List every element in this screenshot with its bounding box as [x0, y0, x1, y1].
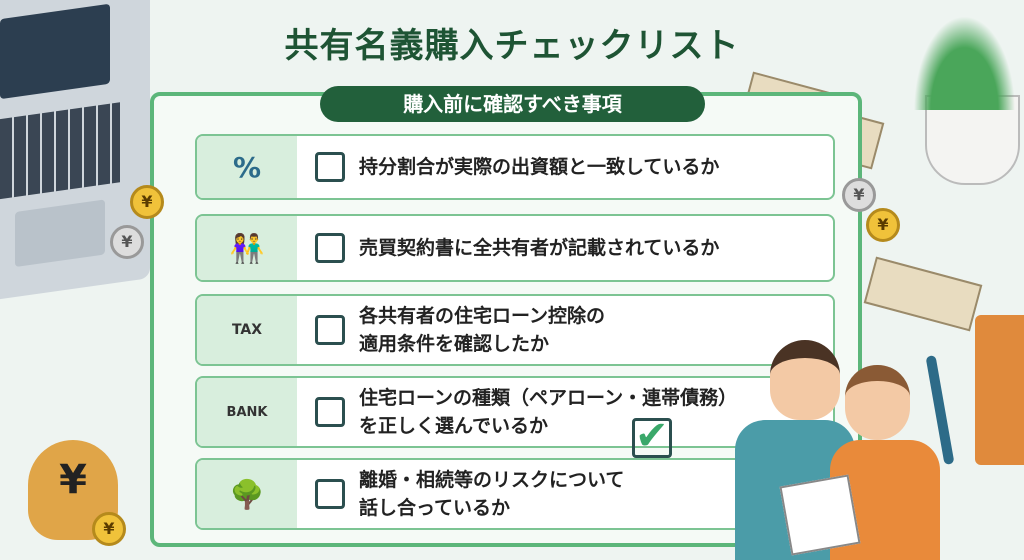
- paper-illustration: [779, 474, 861, 556]
- yen-banknote: [863, 256, 983, 332]
- checklist-item: TAX 各共有者の住宅ローン控除の 適用条件を確認したか: [195, 294, 835, 366]
- checklist-item-text: 住宅ローンの種類（ペアローン・連帯債務） を正しく選んでいるか: [359, 387, 738, 437]
- checklist-item-text: 売買契約書に全共有者が記載されているか: [359, 237, 720, 259]
- checklist-item-text: 各共有者の住宅ローン控除の 適用条件を確認したか: [359, 305, 606, 355]
- bank-document-icon: BANK: [197, 378, 297, 446]
- checklist-item: % 持分割合が実際の出資額と一致しているか: [195, 134, 835, 200]
- checkbox[interactable]: [315, 315, 345, 345]
- yen-coin: ¥: [866, 208, 900, 242]
- checkbox[interactable]: [315, 152, 345, 182]
- yen-coin: ¥: [92, 512, 126, 546]
- laptop-keyboard: [0, 102, 120, 200]
- checkmark-icon: ✔: [632, 416, 672, 458]
- bank-label: BANK: [226, 404, 268, 420]
- page-title: 共有名義購入チェックリスト: [284, 26, 740, 66]
- man-illustration: [770, 340, 840, 420]
- woman-illustration: [845, 365, 910, 440]
- checklist-item: BANK 住宅ローンの種類（ペアローン・連帯債務） を正しく選んでいるか: [195, 376, 835, 448]
- yen-coin: ¥: [110, 225, 144, 259]
- checklist-item-text: 離婚・相続等のリスクについて 話し合っているか: [359, 469, 625, 519]
- laptop-trackpad: [15, 199, 105, 268]
- percent-label: %: [232, 150, 262, 184]
- house-tax-icon: TAX: [197, 296, 297, 364]
- notebook-illustration: [975, 315, 1024, 465]
- checkbox[interactable]: [315, 397, 345, 427]
- checklist-item-text: 持分割合が実際の出資額と一致しているか: [359, 156, 720, 178]
- checklist-item: 🌳 離婚・相続等のリスクについて 話し合っているか: [195, 458, 835, 530]
- checkbox[interactable]: [315, 233, 345, 263]
- percent-yen-icon: %: [197, 136, 297, 198]
- family-tree-document-icon: 🌳: [197, 460, 297, 528]
- tax-label: TAX: [231, 322, 263, 338]
- yen-coin: ¥: [130, 185, 164, 219]
- checkbox[interactable]: [315, 479, 345, 509]
- yen-coin: ¥: [842, 178, 876, 212]
- couple-contract-icon: 👫: [197, 216, 297, 280]
- section-subtitle: 購入前に確認すべき事項: [320, 86, 705, 122]
- plant-leaves: [905, 0, 1024, 110]
- checklist-item: 👫 売買契約書に全共有者が記載されているか: [195, 214, 835, 282]
